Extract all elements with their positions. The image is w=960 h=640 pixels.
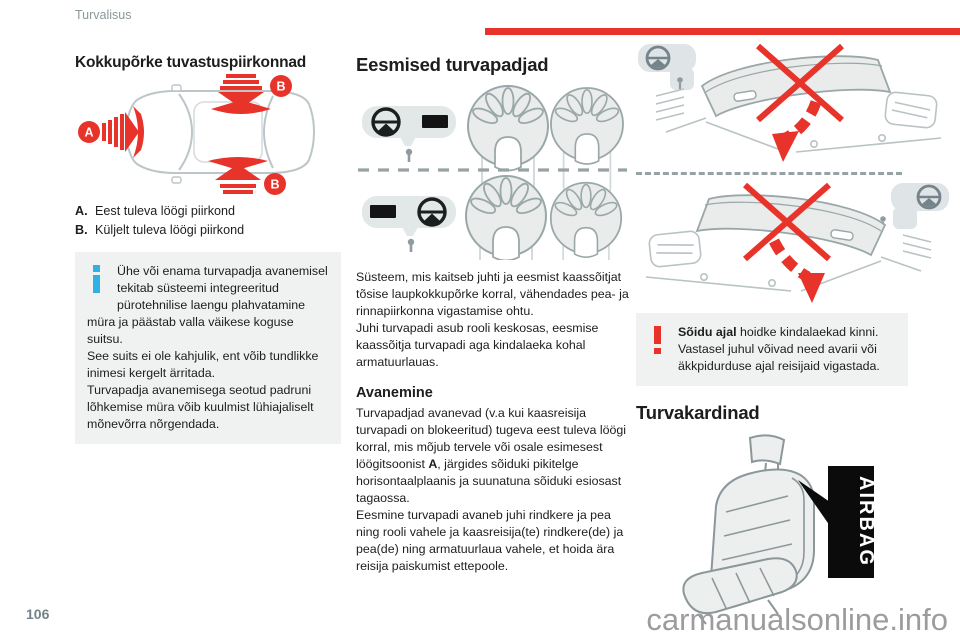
car-impact-zones-illustration: A B B bbox=[78, 74, 316, 195]
warning-bold-text: Sõidu ajal bbox=[678, 325, 737, 339]
steering-wheel-icon bbox=[371, 107, 401, 137]
position-pin-icon bbox=[405, 148, 413, 162]
front-impact-arrow bbox=[102, 106, 144, 158]
side-impact-arrow-bottom bbox=[208, 157, 268, 194]
steering-wheel-icon bbox=[417, 197, 447, 227]
warning-box-text: Sõidu ajal hoidke kindalaekad kinni. Vas… bbox=[648, 324, 896, 375]
airbag-badge: AIRBAG bbox=[798, 466, 877, 578]
deployment-paragraph-2: Eesmine turvapadi avaneb juhi rindkere j… bbox=[356, 508, 624, 573]
subheading-deployment: Avanemine bbox=[356, 385, 433, 401]
section-heading-front-airbags: Eesmised turvapadjad bbox=[356, 54, 549, 75]
warning-box: Sõidu ajal hoidke kindalaekad kinni. Vas… bbox=[636, 313, 908, 386]
info-box-text: Ühe või enama turvapadja avanemisel teki… bbox=[87, 264, 328, 431]
seat-airbag-illustration: AIRBAG bbox=[682, 434, 877, 625]
impact-zones-legend: A. Eest tuleva löögi piirkond B. Küljelt… bbox=[75, 202, 341, 240]
red-cross-icon bbox=[743, 182, 831, 262]
deploy-direction-arrow bbox=[769, 238, 825, 303]
glovebox-warning-rhd-illustration bbox=[645, 182, 949, 303]
legend-item-b: B. Küljelt tuleva löögi piirkond bbox=[75, 221, 341, 240]
glovebox-warning-lhd-illustration bbox=[638, 43, 942, 162]
middle-column: Eesmised turvapadjad bbox=[356, 54, 629, 575]
impact-label-b-bottom: B bbox=[264, 173, 286, 195]
front-airbags-illustration bbox=[358, 85, 627, 260]
dashboard-line-art bbox=[655, 88, 942, 153]
car-top-view bbox=[124, 84, 316, 184]
page-number: 106 bbox=[26, 606, 50, 622]
info-icon bbox=[87, 263, 117, 299]
lhd-dashboard-icon bbox=[362, 106, 456, 162]
deployment-paragraph-1: Turvapadjad avanevad (v.a kui kaasreisij… bbox=[356, 405, 629, 507]
side-impact-arrow-top bbox=[211, 74, 271, 114]
figure-divider bbox=[636, 172, 902, 175]
impact-label-b-top: B bbox=[270, 75, 292, 97]
info-box: Ühe või enama turvapadja avanemisel teki… bbox=[75, 252, 341, 444]
warning-icon bbox=[648, 324, 678, 360]
svg-text:B: B bbox=[270, 178, 279, 192]
deployment-text-post: , järgides sõiduki pikitelge horisontaal… bbox=[356, 457, 622, 505]
rhd-dashboard-icon bbox=[362, 196, 456, 252]
svg-text:B: B bbox=[276, 80, 285, 94]
passenger-airbag-icon bbox=[370, 205, 396, 218]
impact-label-a: A bbox=[78, 121, 100, 143]
position-pin-icon bbox=[407, 238, 415, 252]
svg-text:A: A bbox=[84, 126, 93, 140]
header-accent-bar bbox=[485, 28, 960, 35]
legend-key-b: B. bbox=[75, 223, 88, 237]
section-heading-curtain-airbags: Turvakardinad bbox=[636, 402, 760, 423]
steering-corner-icon bbox=[880, 183, 949, 229]
deployed-airbag-driver bbox=[465, 175, 547, 260]
right-column: Sõidu ajal hoidke kindalaekad kinni. Vas… bbox=[636, 40, 956, 628]
legend-text-b: Küljelt tuleva löögi piirkond bbox=[95, 223, 245, 237]
svg-text:AIRBAG: AIRBAG bbox=[855, 476, 877, 567]
deployed-airbag-passenger bbox=[549, 181, 623, 260]
legend-key-a: A. bbox=[75, 204, 88, 218]
front-airbags-paragraph: Süsteem, mis kaitseb juhti ja eesmist ka… bbox=[356, 270, 629, 369]
steering-corner-icon bbox=[638, 44, 696, 90]
zone-a-reference: A bbox=[428, 457, 438, 471]
seat-side-view bbox=[682, 434, 815, 625]
legend-item-a: A. Eest tuleva löögi piirkond bbox=[75, 202, 341, 221]
section-heading-impact-zones: Kokkupõrke tuvastuspiirkonnad bbox=[75, 54, 307, 71]
legend-text-a: Eest tuleva löögi piirkond bbox=[95, 204, 236, 218]
warning-rest-text: hoidke kindalaekad kinni. Vastasel juhul… bbox=[678, 325, 880, 373]
watermark-text: carmanualsonline.info bbox=[646, 602, 948, 637]
deployment-text-pre: Turvapadjad avanevad (v.a kui kaasreisij… bbox=[356, 406, 627, 471]
deploy-direction-arrow bbox=[772, 100, 822, 162]
passenger-airbag-icon bbox=[422, 115, 448, 128]
left-column: Kokkupõrke tuvastuspiirkonnad bbox=[75, 54, 341, 444]
red-cross-icon bbox=[756, 43, 844, 123]
running-header: Turvalisus bbox=[75, 8, 132, 22]
